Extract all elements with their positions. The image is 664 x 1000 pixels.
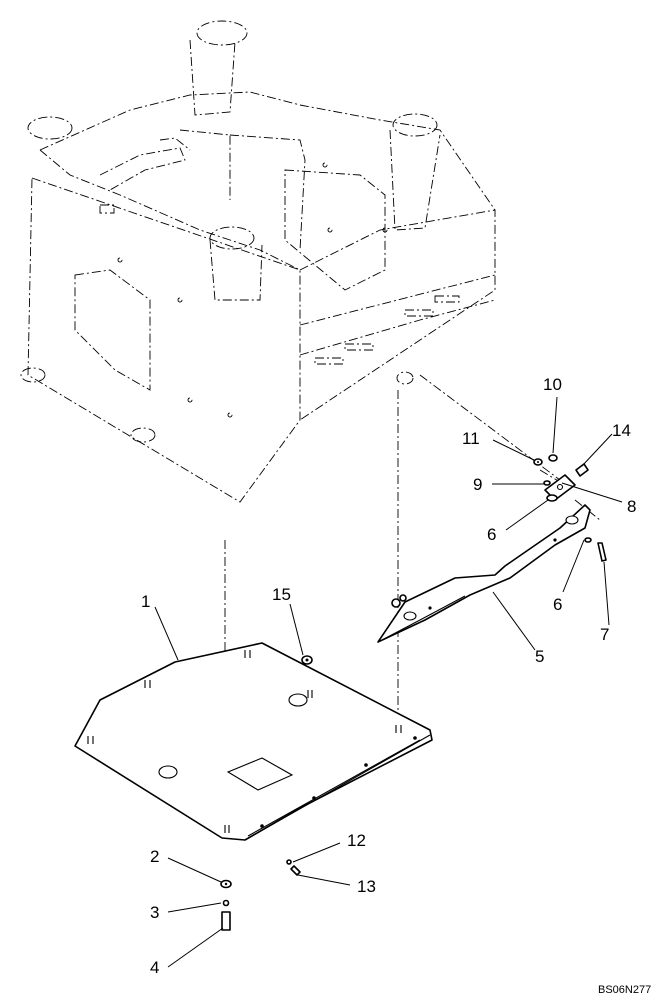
floor-plate-edge-bolts bbox=[260, 736, 417, 828]
callout-4: 4 bbox=[150, 958, 159, 977]
drawing-code: BS06N277 bbox=[598, 984, 651, 996]
callout-5: 5 bbox=[535, 647, 544, 666]
callout-3: 3 bbox=[150, 903, 159, 922]
main-frame-phantom bbox=[20, 20, 496, 503]
callout-12: 12 bbox=[347, 831, 366, 850]
callout-6b: 6 bbox=[553, 595, 562, 614]
callout-labels: 1 2 3 4 5 6 6 7 8 9 10 11 12 13 14 15 bbox=[141, 375, 636, 977]
side-bracket bbox=[377, 504, 591, 643]
callout-2: 2 bbox=[150, 847, 159, 866]
callout-13: 13 bbox=[357, 877, 376, 896]
floor-plate-studs bbox=[87, 650, 402, 833]
hardware-2-3-4 bbox=[220, 879, 232, 931]
callout-11: 11 bbox=[462, 429, 480, 448]
callout-15: 15 bbox=[272, 585, 291, 604]
bracket-hardware bbox=[533, 454, 607, 562]
nut-15 bbox=[301, 655, 313, 665]
callout-14: 14 bbox=[612, 421, 631, 440]
leader-lines bbox=[154, 396, 623, 968]
callout-6a: 6 bbox=[487, 525, 496, 544]
hardware-12-13 bbox=[286, 859, 301, 876]
callout-10: 10 bbox=[543, 375, 562, 394]
callout-1: 1 bbox=[141, 592, 150, 611]
callout-8: 8 bbox=[627, 497, 636, 516]
callout-9: 9 bbox=[473, 475, 482, 494]
floor-plate bbox=[74, 642, 433, 841]
callout-7: 7 bbox=[600, 625, 609, 644]
